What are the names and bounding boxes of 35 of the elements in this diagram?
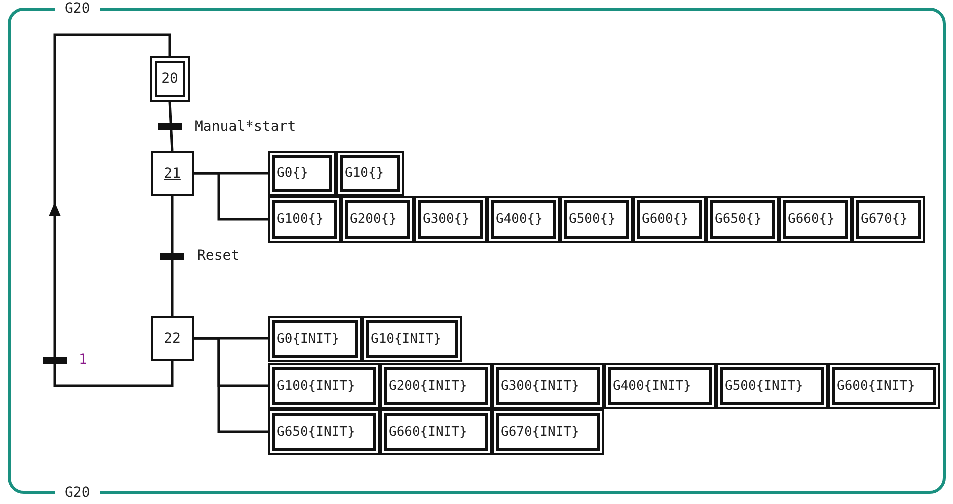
action-label: G600{} <box>637 200 702 239</box>
transition-condition: Reset <box>198 248 240 264</box>
action-label: G660{INIT} <box>384 413 488 451</box>
action-label: G300{INIT} <box>496 367 600 405</box>
action-label: G400{} <box>491 200 556 239</box>
action-label: G0{} <box>272 155 332 192</box>
action-label: G100{} <box>272 200 337 239</box>
transition-condition: 1 <box>79 352 88 368</box>
action-label: G400{INIT} <box>608 367 712 405</box>
step-number: 20 <box>155 61 185 97</box>
action-link <box>194 172 268 221</box>
action-label: G10{} <box>340 155 400 192</box>
action-label: G650{} <box>710 200 775 239</box>
step-number: 22 <box>164 330 181 346</box>
step-box <box>151 151 194 196</box>
action-label: G670{} <box>856 200 921 239</box>
action-label: G650{INIT} <box>272 413 376 451</box>
action-label: G10{INIT} <box>366 320 458 358</box>
action-label: G100{INIT} <box>272 367 376 405</box>
action-label: G0{INIT} <box>272 320 358 358</box>
sequence-link <box>43 34 174 388</box>
action-label: G660{} <box>783 200 848 239</box>
sequence-link <box>158 102 182 152</box>
action-link <box>194 337 268 434</box>
step-box <box>151 316 194 361</box>
action-label: G300{} <box>418 200 483 239</box>
step-number: 21 <box>164 166 181 182</box>
action-label: G600{INIT} <box>832 367 936 405</box>
action-label: G500{INIT} <box>720 367 824 405</box>
action-label: G200{INIT} <box>384 367 488 405</box>
transition-condition: Manual*start <box>195 118 296 134</box>
sequence-link <box>160 196 184 316</box>
action-label: G670{INIT} <box>496 413 600 451</box>
action-label: G500{} <box>564 200 629 239</box>
action-label: G200{} <box>345 200 410 239</box>
